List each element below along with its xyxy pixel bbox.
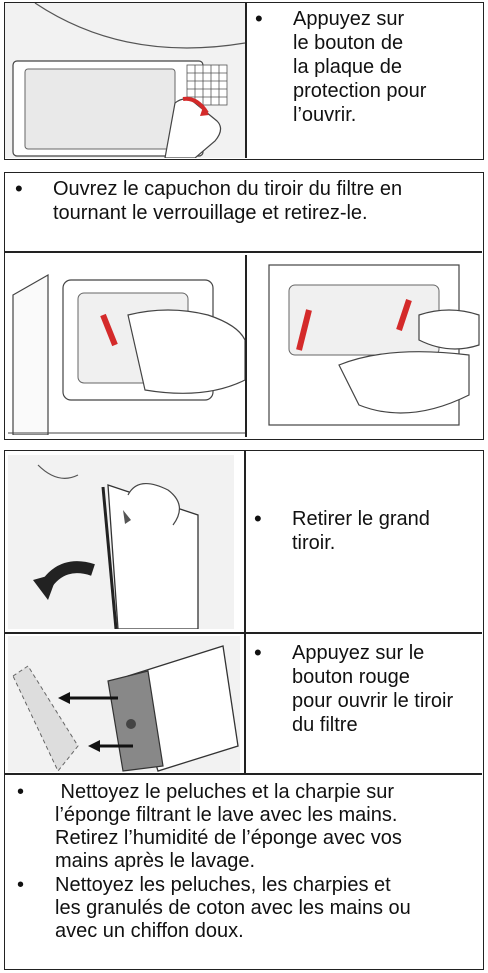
filter-cover-left-drawing [8, 255, 245, 435]
step-2-text: • Ouvrez le capuchon du tiroir du filtre… [15, 177, 478, 225]
bullet: • [254, 506, 262, 531]
filter-cover-right-drawing [249, 255, 481, 435]
filter-drawer-cover-illustration-right [249, 255, 481, 435]
step-4-line: Appuyez sur le [292, 642, 425, 664]
bullet: • [15, 176, 23, 201]
step-3-text: • Retirer le grand tiroir. [254, 507, 477, 555]
step-1-line: Appuyez sur [293, 8, 405, 30]
step-3-line: tiroir. [292, 532, 336, 554]
step-4-line: bouton rouge [292, 666, 410, 688]
step-2-line: Ouvrez le capuchon du tiroir du filtre e… [53, 178, 403, 200]
step-1-line: la plaque de [293, 56, 402, 78]
list-item: • Nettoyez le peluches et la charpie sur… [11, 781, 476, 873]
step-2-box: • Ouvrez le capuchon du tiroir du filtre… [4, 172, 484, 440]
step-4-line: du filtre [292, 714, 358, 736]
list-line: Retirez l’humidité de l’éponge avec vos [55, 827, 402, 849]
filter-drawer-open-illustration [8, 636, 240, 772]
list-line: Nettoyez les peluches, les charpies et [55, 874, 391, 896]
bullet: • [17, 781, 25, 803]
list-line: Nettoyez le peluches et la charpie sur [55, 781, 395, 803]
bullet: • [17, 874, 25, 896]
step-4-line: pour ouvrir le tiroir [292, 690, 454, 712]
step-1-text: • Appuyez sur le bouton de la plaque de … [255, 7, 483, 127]
step-2-line: tournant le verrouillage et retirez-le. [53, 202, 368, 224]
step-1-box: • Appuyez sur le bouton de la plaque de … [4, 2, 484, 160]
bullet: • [254, 640, 262, 665]
large-drawer-drawing [33, 464, 199, 629]
step-3-4-5-box: • Retirer le grand tiroir. • Appuyez sur… [4, 450, 484, 970]
list-line: mains après le lavage. [55, 850, 256, 872]
step-5-cell: • Nettoyez le peluches et la charpie sur… [5, 777, 482, 967]
protection-plate-drawing [12, 3, 245, 158]
list-line: l’éponge filtrant le lave avec les mains… [55, 804, 398, 826]
list-line: avec un chiffon doux. [55, 920, 244, 942]
step-4-text: • Appuyez sur le bouton rouge pour ouvri… [254, 641, 480, 737]
filter-drawer-open-drawing [12, 645, 239, 772]
list-line: les granulés de coton avec les mains ou [55, 897, 411, 919]
step-1-line: protection pour [293, 80, 427, 102]
filter-drawer-cover-illustration-left [8, 255, 245, 435]
cleaning-instructions-list: • Nettoyez le peluches et la charpie sur… [11, 781, 476, 944]
step-3-line: Retirer le grand [292, 508, 430, 530]
list-item: • Nettoyez les peluches, les charpies et… [11, 874, 476, 943]
bullet: • [255, 6, 263, 31]
step-1-line: le bouton de [293, 32, 404, 54]
large-drawer-illustration [8, 455, 234, 629]
step-1-line: l’ouvrir. [293, 104, 357, 126]
protection-plate-illustration [5, 3, 245, 158]
